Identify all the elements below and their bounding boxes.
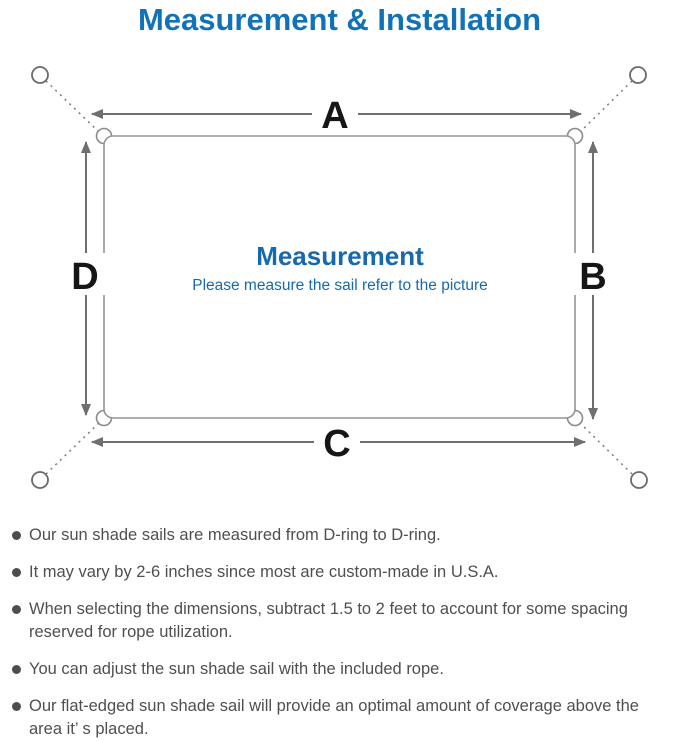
bullet-icon (12, 702, 21, 711)
note-text: When selecting the dimensions, subtract … (29, 600, 628, 641)
label-d-bg (62, 253, 108, 295)
rope-dash-top-left (45, 80, 100, 133)
bullet-icon (12, 665, 21, 674)
header: Measurement & Installation (0, 0, 679, 52)
dimension-label-b: B (579, 256, 606, 298)
note-text: It may vary by 2-6 inches since most are… (29, 563, 499, 581)
note-item-1: Our sun shade sails are measured from D-… (12, 524, 667, 547)
measurement-diagram: A B C D Measurement Please measure the s… (0, 52, 679, 512)
anchor-ring-top-right (629, 66, 647, 84)
note-item-4: You can adjust the sun shade sail with t… (12, 658, 667, 681)
note-item-5: Our flat-edged sun shade sail will provi… (12, 695, 667, 741)
note-text: You can adjust the sun shade sail with t… (29, 660, 444, 678)
dimension-label-a: A (321, 95, 348, 137)
bullet-icon (12, 605, 21, 614)
rope-dash-bottom-right (579, 422, 633, 475)
anchor-ring-bottom-left (31, 471, 49, 489)
label-a-bg (312, 94, 358, 132)
bullet-icon (12, 531, 21, 540)
page-title: Measurement & Installation (137, 2, 542, 37)
anchor-ring-bottom-right (630, 471, 648, 489)
anchor-ring-top-left (31, 66, 49, 84)
note-text: Our flat-edged sun shade sail will provi… (29, 697, 639, 738)
note-text: Our sun shade sails are measured from D-… (29, 526, 441, 544)
label-c-bg (314, 422, 360, 460)
dimension-label-d: D (71, 256, 98, 298)
notes-list: Our sun shade sails are measured from D-… (0, 512, 679, 741)
label-b-bg (571, 253, 615, 295)
diagram-center-subtitle: Please measure the sail refer to the pic… (192, 277, 488, 294)
note-item-3: When selecting the dimensions, subtract … (12, 598, 667, 644)
diagram-center-title: Measurement (256, 241, 424, 271)
rope-dash-bottom-left (45, 422, 100, 475)
dimension-label-c: C (323, 423, 350, 465)
sail-diagram-svg: A B C D Measurement Please measure the s… (31, 66, 648, 489)
bullet-icon (12, 568, 21, 577)
note-item-2: It may vary by 2-6 inches since most are… (12, 561, 667, 584)
rope-dash-top-right (579, 80, 633, 133)
